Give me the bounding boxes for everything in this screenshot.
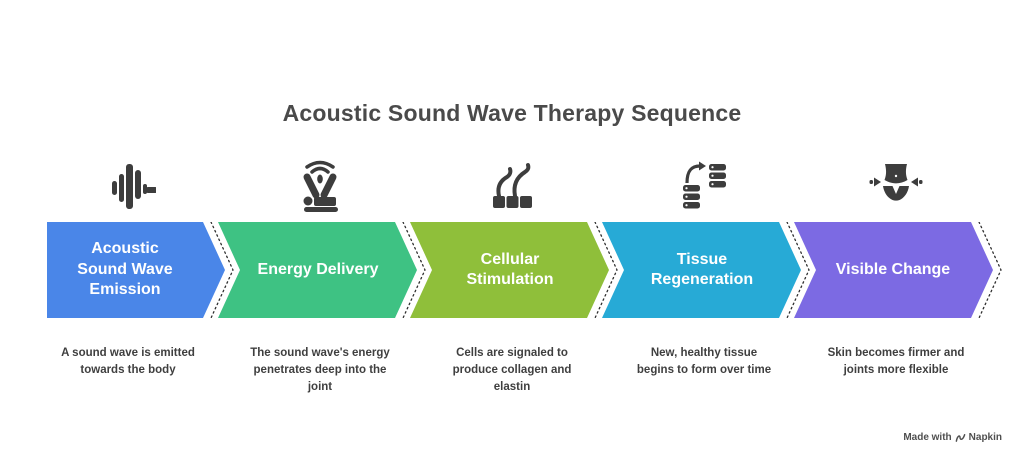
- step-3-chevron-shape: [410, 222, 609, 318]
- visible-change-icon: [868, 157, 924, 213]
- tissue-regeneration-icon: [676, 157, 732, 213]
- step-5-label: Visible Change: [835, 260, 951, 278]
- step-1-label: Acoustic Sound Wave Emission: [77, 240, 173, 299]
- step-2-description: The sound wave's energy penetrates deep …: [250, 347, 390, 393]
- step-5-description: Skin becomes firmer and joints more flex…: [827, 347, 965, 376]
- chevron-gap-dotted-line: [786, 222, 810, 318]
- step-4-chevron-shape: [602, 222, 801, 318]
- cellular-stimulation-icon: [484, 157, 540, 213]
- step-4-label: Tissue Regeneration: [650, 250, 754, 288]
- step-3-label: Cellular Stimulation: [466, 250, 554, 288]
- watermark-brand: Napkin: [968, 432, 1002, 443]
- chevron-gap-dotted-line: [978, 222, 1002, 318]
- step-5-chevron-shape: [794, 222, 993, 318]
- made-with-napkin-link[interactable]: Made with Napkin: [903, 432, 1002, 443]
- chevron-gap-dotted-line: [210, 222, 234, 318]
- step-1-chevron-shape: [47, 222, 225, 318]
- sound-wave-icon: [100, 157, 156, 213]
- napkin-logo-icon: [955, 432, 966, 443]
- step-4-description: New, healthy tissue begins to form over …: [636, 347, 772, 376]
- step-1-description: A sound wave is emitted towards the body: [61, 347, 195, 376]
- chevron-gap-dotted-line: [402, 222, 426, 318]
- chevron-gap-dotted-line: [594, 222, 618, 318]
- energy-delivery-icon: [292, 157, 348, 213]
- diagram-title: Acoustic Sound Wave Therapy Sequence: [282, 100, 742, 126]
- step-2-label: Energy Delivery: [257, 260, 379, 278]
- step-2-chevron-shape: [218, 222, 417, 318]
- watermark-prefix: Made with: [903, 432, 952, 443]
- step-3-description: Cells are signaled to produce collagen a…: [452, 347, 572, 393]
- process-arrow-band: [47, 222, 1002, 318]
